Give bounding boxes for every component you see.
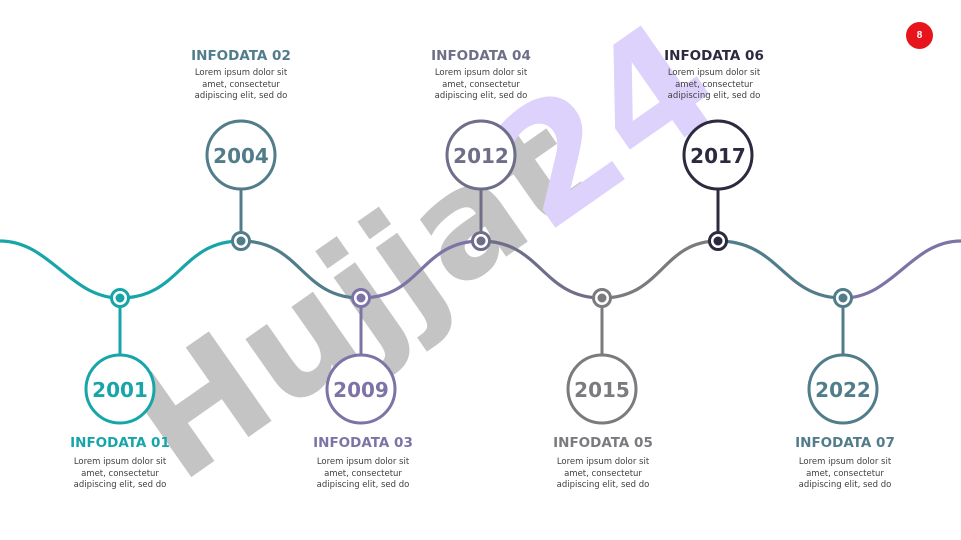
milestone-2017: 2017 <box>682 119 754 251</box>
milestone-2015: 2015 <box>566 288 638 425</box>
info-title: INFODATA 07 <box>795 435 895 451</box>
wave-segment <box>0 239 121 300</box>
info-description: Lorem ipsum dolor sit amet, consectetur … <box>194 68 288 101</box>
wave-segment <box>601 239 719 300</box>
wave-segment <box>240 239 362 300</box>
wave-segment <box>360 239 482 300</box>
milestone-2001: 2001 <box>84 288 156 425</box>
info-title: INFODATA 01 <box>70 435 170 451</box>
wave-segment <box>842 239 961 300</box>
milestone-2004: 2004 <box>205 119 277 251</box>
year-circle <box>325 353 397 425</box>
timeline-node-dot <box>713 236 723 246</box>
year-label: 2017 <box>690 144 746 168</box>
info-title: INFODATA 05 <box>553 435 653 451</box>
page-number-badge: 8 <box>906 22 933 49</box>
info-description: Lorem ipsum dolor sit amet, consectetur … <box>316 457 410 490</box>
info-title: INFODATA 04 <box>431 48 531 64</box>
info-title: INFODATA 03 <box>313 435 413 451</box>
timeline-node-dot <box>476 236 486 246</box>
info-block-07: INFODATA 07 Lorem ipsum dolor sit amet, … <box>770 435 920 492</box>
year-label: 2012 <box>453 144 509 168</box>
year-label: 2022 <box>815 378 871 402</box>
year-label: 2009 <box>333 378 389 402</box>
info-description: Lorem ipsum dolor sit amet, consectetur … <box>434 68 528 101</box>
year-circle <box>445 119 517 191</box>
year-circle <box>205 119 277 191</box>
info-block-01: INFODATA 01 Lorem ipsum dolor sit amet, … <box>45 435 195 492</box>
info-block-04: INFODATA 04 Lorem ipsum dolor sit amet, … <box>406 48 556 103</box>
year-circle <box>807 353 879 425</box>
milestone-2009: 2009 <box>325 288 397 425</box>
timeline-node-dot <box>115 293 125 303</box>
wave-segment <box>119 239 242 300</box>
year-circle <box>682 119 754 191</box>
info-description: Lorem ipsum dolor sit amet, consectetur … <box>667 68 761 101</box>
year-label: 2015 <box>574 378 630 402</box>
wave-segment <box>480 239 603 300</box>
milestone-2012: 2012 <box>445 119 517 251</box>
year-circle <box>84 353 156 425</box>
info-block-06: INFODATA 06 Lorem ipsum dolor sit amet, … <box>639 48 789 103</box>
timeline-node-dot <box>236 236 246 246</box>
info-description: Lorem ipsum dolor sit amet, consectetur … <box>73 457 167 490</box>
timeline-node-dot <box>597 293 607 303</box>
year-label: 2004 <box>213 144 269 168</box>
timeline-node-dot <box>838 293 848 303</box>
year-label: 2001 <box>92 378 148 402</box>
info-block-02: INFODATA 02 Lorem ipsum dolor sit amet, … <box>166 48 316 103</box>
info-title: INFODATA 06 <box>664 48 764 64</box>
info-description: Lorem ipsum dolor sit amet, consectetur … <box>556 457 650 490</box>
info-description: Lorem ipsum dolor sit amet, consectetur … <box>798 457 892 490</box>
info-block-03: INFODATA 03 Lorem ipsum dolor sit amet, … <box>288 435 438 492</box>
timeline-wave <box>0 239 961 300</box>
milestone-2022: 2022 <box>807 288 879 425</box>
info-block-05: INFODATA 05 Lorem ipsum dolor sit amet, … <box>528 435 678 492</box>
timeline-node-dot <box>356 293 366 303</box>
year-circle <box>566 353 638 425</box>
info-title: INFODATA 02 <box>191 48 291 64</box>
wave-segment <box>717 239 844 300</box>
